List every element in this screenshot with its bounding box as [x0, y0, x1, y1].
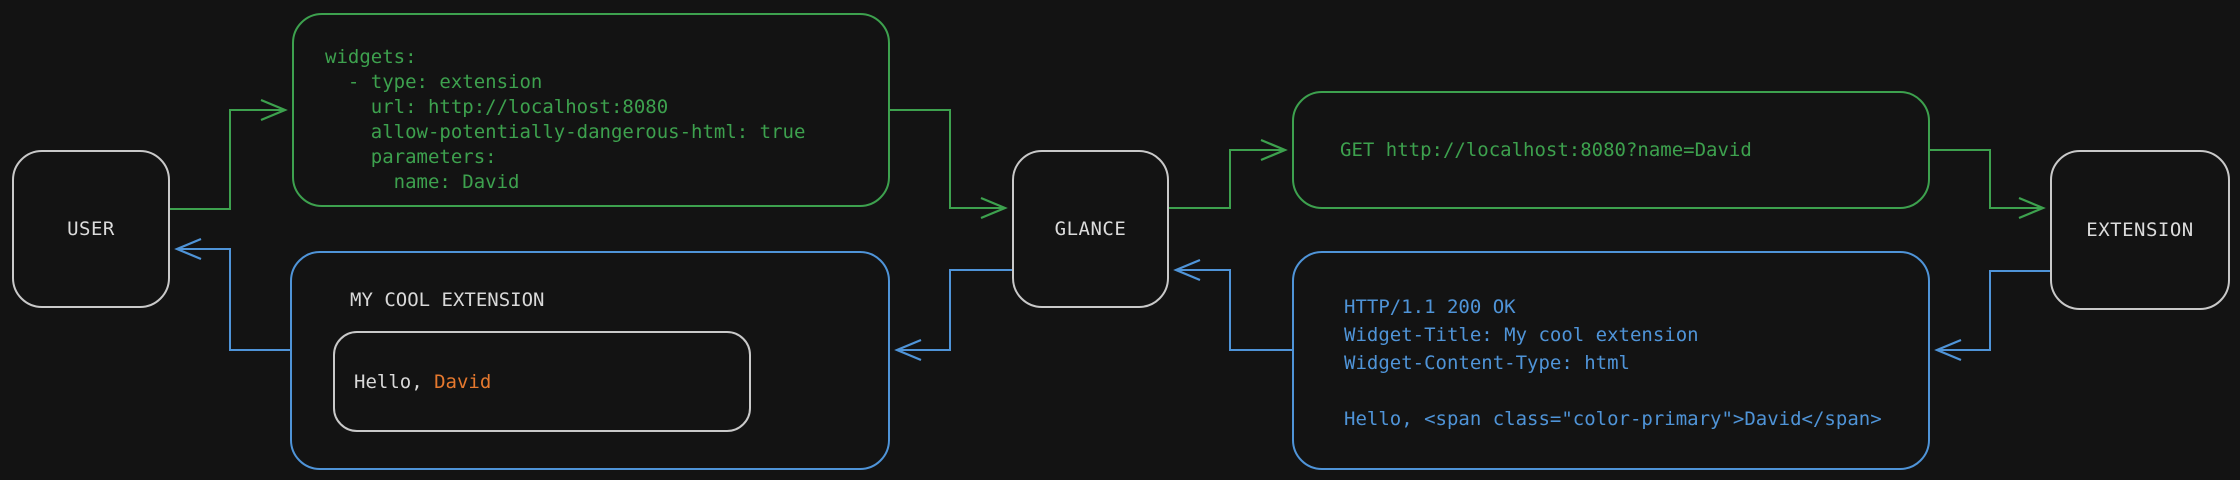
node-extension: EXTENSION: [2050, 150, 2230, 310]
http-request-box: GET http://localhost:8080?name=David: [1292, 91, 1930, 209]
arrow-glance-to-widget: [894, 269, 1012, 362]
http-request-line: GET http://localhost:8080?name=David: [1340, 139, 1752, 161]
greeting-text: Hello,: [354, 370, 435, 393]
code-line: Hello, <span class="color-primary">David…: [1344, 408, 1882, 430]
arrow-response-to-glance: [1173, 258, 1292, 351]
arrow-glance-to-request: [1169, 138, 1288, 209]
code-line: widgets:: [325, 46, 417, 68]
node-glance: GLANCE: [1012, 150, 1169, 308]
code-line: HTTP/1.1 200 OK: [1344, 296, 1516, 318]
code-line: - type: extension: [325, 71, 543, 93]
node-extension-label: EXTENSION: [2086, 219, 2194, 241]
node-user: USER: [12, 150, 170, 308]
node-user-label: USER: [67, 218, 115, 240]
arrow-config-to-glance: [890, 109, 1008, 220]
code-line: url: http://localhost:8080: [325, 96, 669, 118]
widget-rendered-output: Hello, David: [333, 331, 751, 432]
config-yaml-box: widgets: - type: extension url: http://l…: [292, 13, 890, 207]
code-line: parameters:: [325, 146, 497, 168]
greeting-name: David: [434, 370, 492, 393]
config-yaml-code: widgets: - type: extension url: http://l…: [325, 45, 805, 195]
arrow-widget-to-user: [174, 237, 290, 351]
widget-preview-box: MY COOL EXTENSION Hello, David: [290, 251, 890, 470]
code-line: [1344, 377, 1882, 405]
http-response-code: HTTP/1.1 200 OK Widget-Title: My cool ex…: [1344, 293, 1882, 433]
code-line: name: David: [325, 171, 520, 193]
arrow-user-to-config: [170, 98, 288, 210]
arrow-extension-to-response: [1934, 270, 2050, 362]
http-response-box: HTTP/1.1 200 OK Widget-Title: My cool ex…: [1292, 251, 1930, 470]
node-glance-label: GLANCE: [1054, 218, 1127, 240]
code-line: Widget-Title: My cool extension: [1344, 324, 1699, 346]
code-line: allow-potentially-dangerous-html: true: [325, 121, 806, 143]
arrow-request-to-extension: [1930, 149, 2046, 220]
widget-title: MY COOL EXTENSION: [350, 289, 545, 311]
code-line: Widget-Content-Type: html: [1344, 352, 1630, 374]
